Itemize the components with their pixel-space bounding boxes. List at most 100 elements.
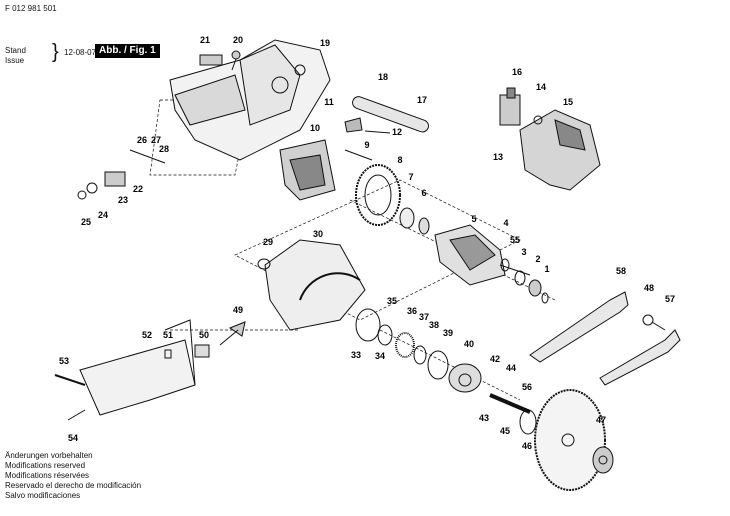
part-number-46: 46: [522, 441, 532, 451]
nameplate-icon: [199, 54, 223, 66]
part-number-35: 35: [387, 296, 397, 306]
part-number-19: 19: [320, 38, 330, 48]
screw-12-icon: [364, 130, 391, 134]
brace-icon: }: [52, 41, 59, 63]
part-number-44: 44: [506, 363, 516, 373]
note-line: Änderungen vorbehalten: [5, 451, 93, 460]
part-number-50: 50: [199, 330, 209, 340]
part-number-29: 29: [263, 237, 273, 247]
screw-icon: [231, 50, 241, 71]
issue-date: 12-08-07: [64, 48, 97, 57]
part-callouts: 1234567891011121314151617181920212223242…: [59, 35, 675, 451]
part-number-58: 58: [616, 266, 626, 276]
clip-icon: [344, 117, 363, 133]
saw-blade-icon: [534, 389, 606, 491]
part-number-1: 1: [544, 264, 549, 274]
part-number-28: 28: [159, 144, 169, 154]
part-number-14: 14: [536, 82, 546, 92]
stand-issue-label: Stand Issue: [5, 46, 65, 66]
part-number-17: 17: [417, 95, 427, 105]
part-number-45: 45: [500, 426, 510, 436]
part-number-9: 9: [364, 140, 369, 150]
part-number-8: 8: [397, 155, 402, 165]
ring-1-icon: [541, 292, 549, 304]
part-number-10: 10: [310, 123, 320, 133]
figure-badge: Abb. / Fig. 1: [95, 44, 160, 58]
nut-51-icon: [164, 349, 172, 359]
note-line: Salvo modificaciones: [5, 491, 81, 500]
part-number-36: 36: [407, 306, 417, 316]
part-number-20: 20: [233, 35, 243, 45]
blade-nut-icon: [592, 446, 614, 474]
bearing-3-icon: [514, 270, 526, 286]
part-number-52: 52: [142, 330, 152, 340]
part-number-27: 27: [151, 135, 161, 145]
oring-icon: [257, 258, 271, 270]
bearing-34-icon: [377, 324, 393, 346]
part-number-34: 34: [375, 351, 385, 361]
brush-holder-icon: [77, 149, 166, 200]
hex-key-icon: [599, 329, 681, 386]
document-id: F 012 981 501: [5, 4, 57, 13]
flange-icon: [448, 363, 482, 393]
wing-screw-icon: [219, 321, 246, 346]
spanner-icon: [529, 291, 629, 363]
note-line: Modifications reserved: [5, 461, 86, 470]
gear-icon: [395, 332, 415, 358]
part-number-49: 49: [233, 305, 243, 315]
part-number-2: 2: [535, 254, 540, 264]
armature-icon: [434, 224, 531, 286]
stand-label: Stand: [5, 46, 26, 55]
screw-48-icon: [642, 314, 666, 331]
switch-icon: [499, 87, 521, 126]
ring-icon: [413, 345, 427, 365]
inner-flange-icon: [519, 409, 537, 435]
blade-guard-icon: [264, 239, 366, 331]
part-number-5: 5: [471, 214, 476, 224]
part-number-12: 12: [392, 127, 402, 137]
bearing-icon: [399, 207, 415, 229]
nut-icon: [533, 115, 543, 125]
part-number-24: 24: [98, 210, 108, 220]
base-plate-icon: [79, 319, 196, 416]
part-number-16: 16: [512, 67, 522, 77]
part-number-56: 56: [522, 382, 532, 392]
part-number-13: 13: [493, 152, 503, 162]
gasket-icon: [355, 308, 381, 342]
part-number-38: 38: [429, 320, 439, 330]
part-number-37: 37: [419, 312, 429, 322]
part-number-30: 30: [313, 229, 323, 239]
part-number-51: 51: [163, 330, 173, 340]
part-number-43: 43: [479, 413, 489, 423]
screw-54-icon: [67, 409, 86, 421]
bearing-39-icon: [427, 350, 449, 380]
part-number-18: 18: [378, 72, 388, 82]
part-number-15: 15: [563, 97, 573, 107]
part-number-22: 22: [133, 184, 143, 194]
part-number-47: 47: [596, 415, 606, 425]
issue-label: Issue: [5, 56, 25, 65]
part-number-7: 7: [408, 172, 413, 182]
baffle-ring-icon: [355, 164, 401, 226]
part-number-6: 6: [421, 188, 426, 198]
sleeve-icon: [194, 344, 210, 358]
part-number-11: 11: [324, 97, 334, 107]
long-screw-icon: [344, 149, 373, 161]
field-coil-icon: [279, 139, 336, 201]
bearing-55-icon: [500, 258, 510, 272]
part-number-53: 53: [59, 356, 69, 366]
bearing-2-icon: [528, 279, 542, 297]
washer-icon: [418, 217, 430, 235]
modification-notes: Änderungen vorbehalten Modifications res…: [5, 451, 141, 501]
part-number-39: 39: [443, 328, 453, 338]
part-number-23: 23: [118, 195, 128, 205]
note-line: Reservado el derecho de modificación: [5, 481, 142, 490]
part-number-48: 48: [644, 283, 654, 293]
part-number-3: 3: [521, 247, 526, 257]
shaft-icon: [352, 96, 429, 133]
part-number-26: 26: [137, 135, 147, 145]
part-number-42: 42: [490, 354, 500, 364]
pin-icon: [54, 374, 86, 386]
